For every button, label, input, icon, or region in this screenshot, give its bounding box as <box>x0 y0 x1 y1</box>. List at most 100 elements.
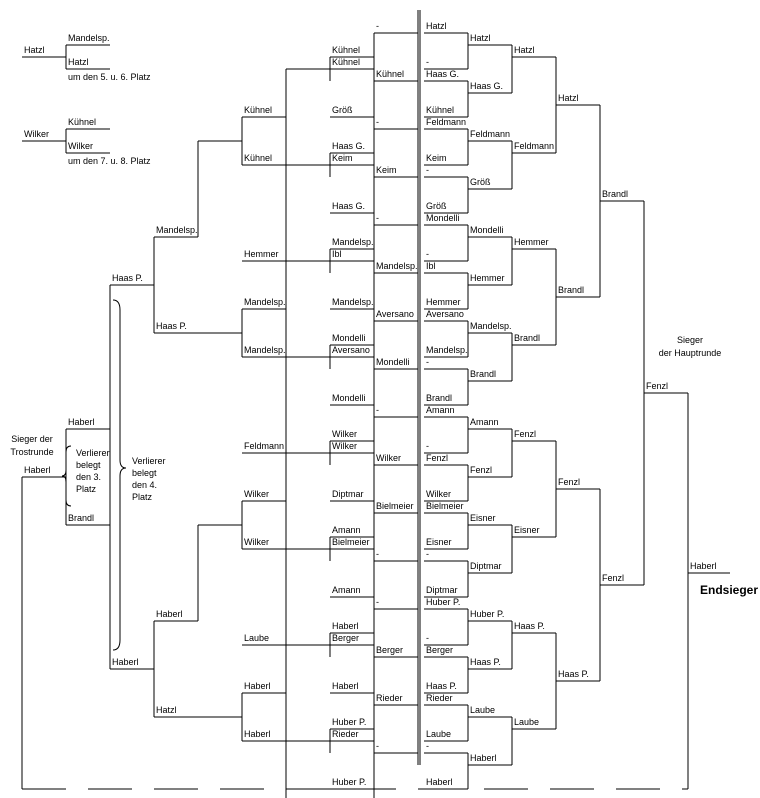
main-ro16-player: Hemmer <box>470 273 505 283</box>
main-ro32-player: - <box>426 549 429 559</box>
fourth-place-brace <box>112 299 127 651</box>
loser-r1-feed-player: - <box>376 213 379 223</box>
loser-r5-player: Brandl <box>68 513 95 523</box>
loser-r1-feed-player: - <box>376 741 379 751</box>
loser-r1-left-player: Ibl <box>332 249 342 259</box>
loser-r2-feed-player: Wilker <box>332 429 357 439</box>
main-qf-player: Feldmann <box>514 141 555 151</box>
main-qf-player: Fenzl <box>514 429 537 439</box>
main-ro32-player: Diptmar <box>426 585 458 595</box>
fourth-place-caption: belegt <box>132 468 157 478</box>
fourth-place-caption: Verlierer <box>132 456 166 466</box>
loser-r4-player: Haberl <box>112 657 139 667</box>
loser-r1-feed-player: - <box>376 549 379 559</box>
main-ro16-player: Haas G. <box>470 81 504 91</box>
fourth-place-caption: den 4. <box>132 480 158 490</box>
main-ro32-player: - <box>426 57 429 67</box>
main-ro16-player: Amann <box>470 417 499 427</box>
third-place-caption: Platz <box>76 484 97 494</box>
main-winner-name: Fenzl <box>646 381 669 391</box>
loser-r1-left-player: Berger <box>332 633 360 643</box>
main-ro32-player: Kühnel <box>426 105 455 115</box>
loser-r2-left-player: Haberl <box>244 729 271 739</box>
main-ro16-player: Größ <box>470 177 491 187</box>
placement56-player: Hatzl <box>68 57 89 67</box>
main-ro16-player: Hatzl <box>470 33 491 43</box>
main-ro32-player: Keim <box>426 153 447 163</box>
main-ro32-player: Aversano <box>426 309 464 319</box>
main-f-player: Fenzl <box>602 573 625 583</box>
main-ro32-player: Wilker <box>426 489 451 499</box>
third-place-caption: belegt <box>76 460 101 470</box>
loser-r1-feed-player: Kühnel <box>376 69 405 79</box>
loser-r1-left-player: Diptmar <box>332 489 364 499</box>
loser-r3-left-player: Hatzl <box>156 705 177 715</box>
main-ro16-player: Haas P. <box>470 657 501 667</box>
loser-r1-feed-player: - <box>376 21 379 31</box>
loser-r3-feed-player: Wilker <box>244 489 269 499</box>
main-ro32-player: - <box>426 357 429 367</box>
main-ro32-player: Eisner <box>426 537 452 547</box>
loser-r1-left-player: Keim <box>332 153 353 163</box>
main-qf-player: Eisner <box>514 525 540 535</box>
main-ro32-player: Huber P. <box>426 597 461 607</box>
loser-r1-left-player: Huber P. <box>332 777 367 787</box>
loser-r2-left-player: Hemmer <box>244 249 279 259</box>
main-qf-player: Hemmer <box>514 237 549 247</box>
main-ro16-player: Diptmar <box>470 561 502 571</box>
main-qf-player: Laube <box>514 717 540 727</box>
loser-r1-left-player: Größ <box>332 105 353 115</box>
main-ro32-player: Brandl <box>426 393 453 403</box>
main-qf-player: Hatzl <box>514 45 535 55</box>
loser-r2-feed-player: Haberl <box>332 621 359 631</box>
loser-r1-feed-player: Wilker <box>376 453 401 463</box>
loser-r1-left-player: Rieder <box>332 729 359 739</box>
main-qf-player: Haas P. <box>514 621 545 631</box>
loser-r2-feed-player: Amann <box>332 525 361 535</box>
loser-r1-feed-player: - <box>376 597 379 607</box>
placement56-player: Mandelsp. <box>68 33 110 43</box>
main-ro32-player: - <box>426 441 429 451</box>
main-ro32-player: Größ <box>426 201 447 211</box>
consolation-caption: Trostrunde <box>10 447 54 457</box>
main-ro32-player: - <box>426 249 429 259</box>
main-ro16-player: Eisner <box>470 513 496 523</box>
main-ro16-player: Brandl <box>470 369 497 379</box>
loser-r3-feed-player: Kühnel <box>244 105 273 115</box>
loser-r1-feed-player: Keim <box>376 165 397 175</box>
loser-r2-feed-player: Haas G. <box>332 141 366 151</box>
main-winner-caption: Sieger <box>676 335 703 345</box>
main-ro32-player: Bielmeier <box>426 501 464 511</box>
loser-r1-left-player: Mondelli <box>332 393 366 403</box>
loser-r2-left-player: Mandelsp. <box>244 345 286 355</box>
loser-r1-feed-player: Bielmeier <box>376 501 414 511</box>
main-ro32-player: Laube <box>426 729 452 739</box>
loser-r1-left-player: Kühnel <box>332 57 361 67</box>
main-ro16-player: Huber P. <box>470 609 505 619</box>
loser-r1-left-player: Wilker <box>332 441 357 451</box>
main-ro16-player: Haberl <box>470 753 497 763</box>
main-ro16-player: Mandelsp. <box>470 321 512 331</box>
main-ro16-player: Fenzl <box>470 465 493 475</box>
placement56-feed-player: Hatzl <box>24 45 45 55</box>
loser-r2-feed-player: Mondelli <box>332 333 366 343</box>
loser-r2-feed-player: Huber P. <box>332 717 367 727</box>
loser-r1-feed-player: - <box>376 405 379 415</box>
loser-r1-left-player: Aversano <box>332 345 370 355</box>
main-ro16-player: Laube <box>470 705 496 715</box>
main-ro16-player: Mondelli <box>470 225 504 235</box>
main-ro32-player: Hatzl <box>426 21 447 31</box>
main-ro32-player: Mandelsp. <box>426 345 468 355</box>
consolation-caption: Sieger der <box>11 434 53 444</box>
loser-r3-feed-player: Haberl <box>244 681 271 691</box>
third-place-brace <box>61 445 72 507</box>
main-sf-player: Fenzl <box>558 477 581 487</box>
loser-r2-feed-player: Kühnel <box>332 45 361 55</box>
main-ro32-player: Amann <box>426 405 455 415</box>
main-sf-player: Brandl <box>558 285 585 295</box>
main-ro32-player: Haberl <box>426 777 453 787</box>
loser-r2-left-player: Laube <box>244 633 270 643</box>
final-winner-name: Haberl <box>690 561 717 571</box>
loser-r1-feed-player: Mandelsp. <box>376 261 418 271</box>
